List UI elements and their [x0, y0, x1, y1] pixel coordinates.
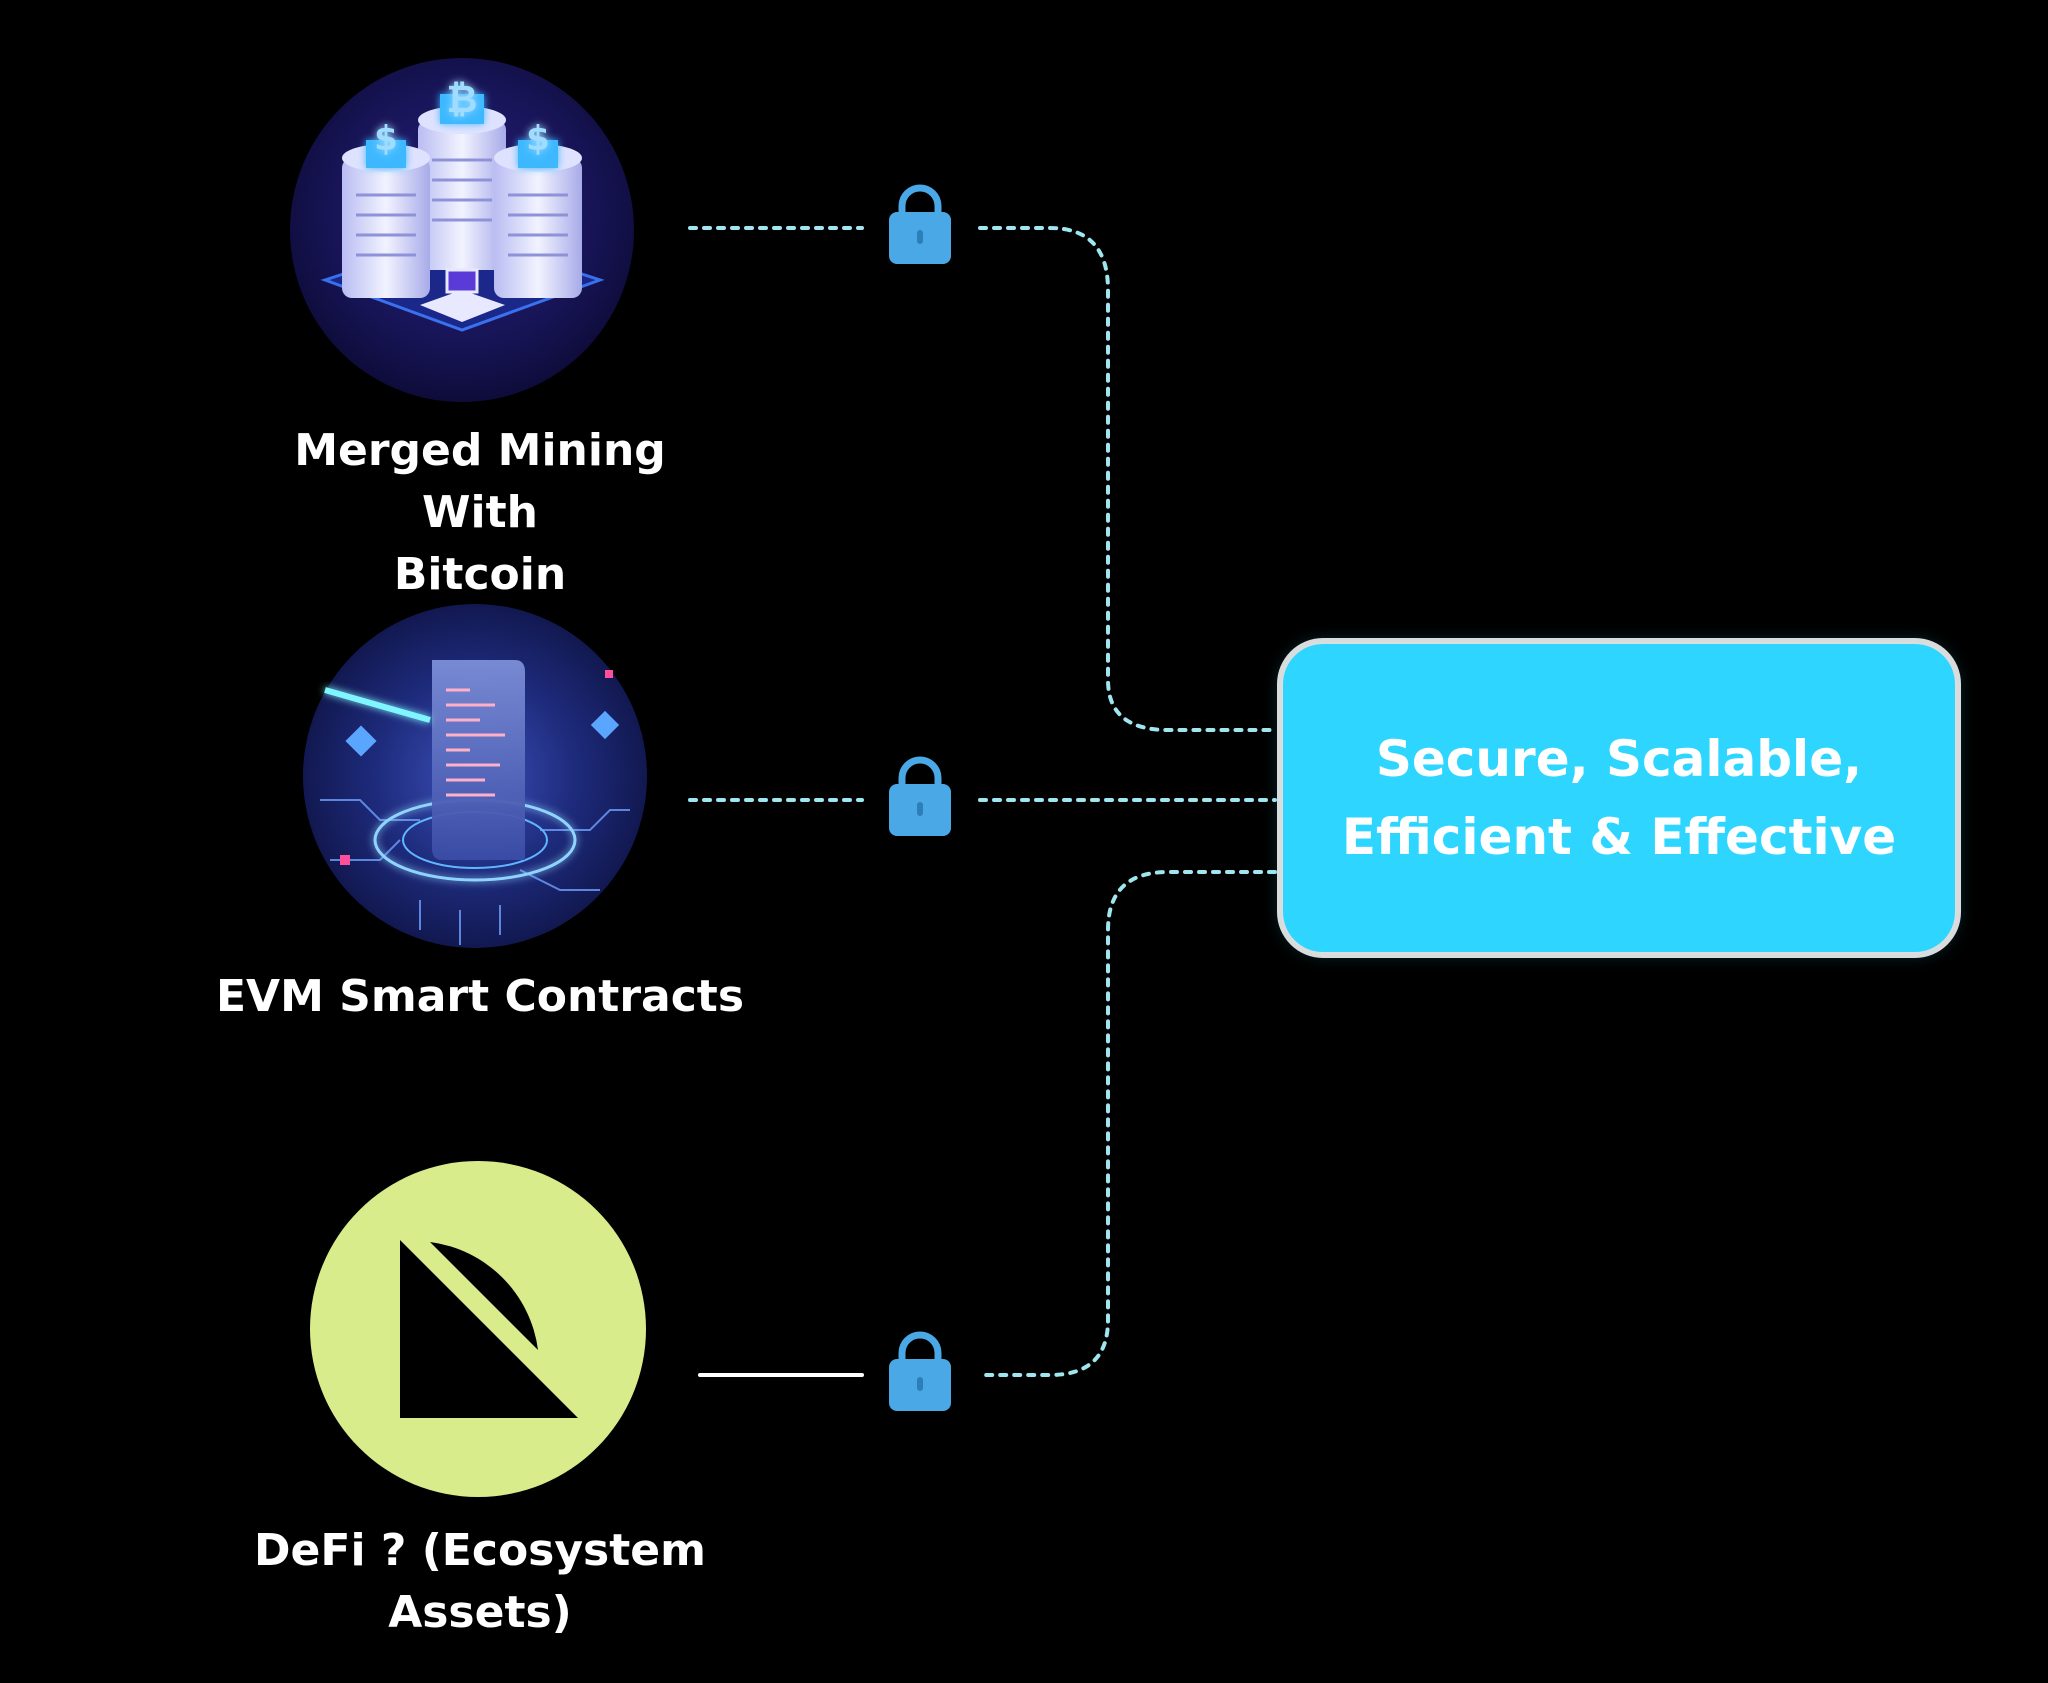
merged-mining-label-line2: Bitcoin [393, 549, 567, 600]
target-box: Secure, Scalable, Efficient & Effective [1283, 644, 1955, 952]
connector-bottom-curve [978, 870, 1277, 1377]
target-text: Secure, Scalable, Efficient & Effective [1342, 720, 1896, 876]
connector-top-right [978, 226, 1277, 732]
server-stack-bitcoin-icon: ₿ $ $ [290, 58, 634, 402]
dlt-label: DeFi ? (Ecosystem Assets) [170, 1520, 790, 1644]
smart-contract-circuit-icon [303, 604, 647, 948]
dlt-label-line1: DeFi ? (Ecosystem Assets) [254, 1525, 706, 1638]
padlock-icon [889, 756, 951, 836]
svg-text:$: $ [374, 119, 398, 159]
target-text-line1: Secure, Scalable, [1375, 730, 1863, 788]
svg-text:₿: ₿ [447, 77, 478, 121]
padlock-icon [889, 1331, 951, 1411]
smart-contracts-label-line1: EVM Smart Contracts [215, 971, 745, 1022]
target-text-line2: Efficient & Effective [1341, 808, 1897, 866]
svg-text:$: $ [526, 119, 550, 159]
merged-mining-label: Merged Mining With Bitcoin [230, 420, 730, 606]
smart-contracts-label: EVM Smart Contracts [210, 966, 750, 1028]
merged-mining-label-line1: Merged Mining With [294, 425, 666, 538]
connector-lines [688, 226, 1277, 1377]
quarter-circle-logo-icon [310, 1161, 646, 1497]
padlock-icon [889, 184, 951, 264]
